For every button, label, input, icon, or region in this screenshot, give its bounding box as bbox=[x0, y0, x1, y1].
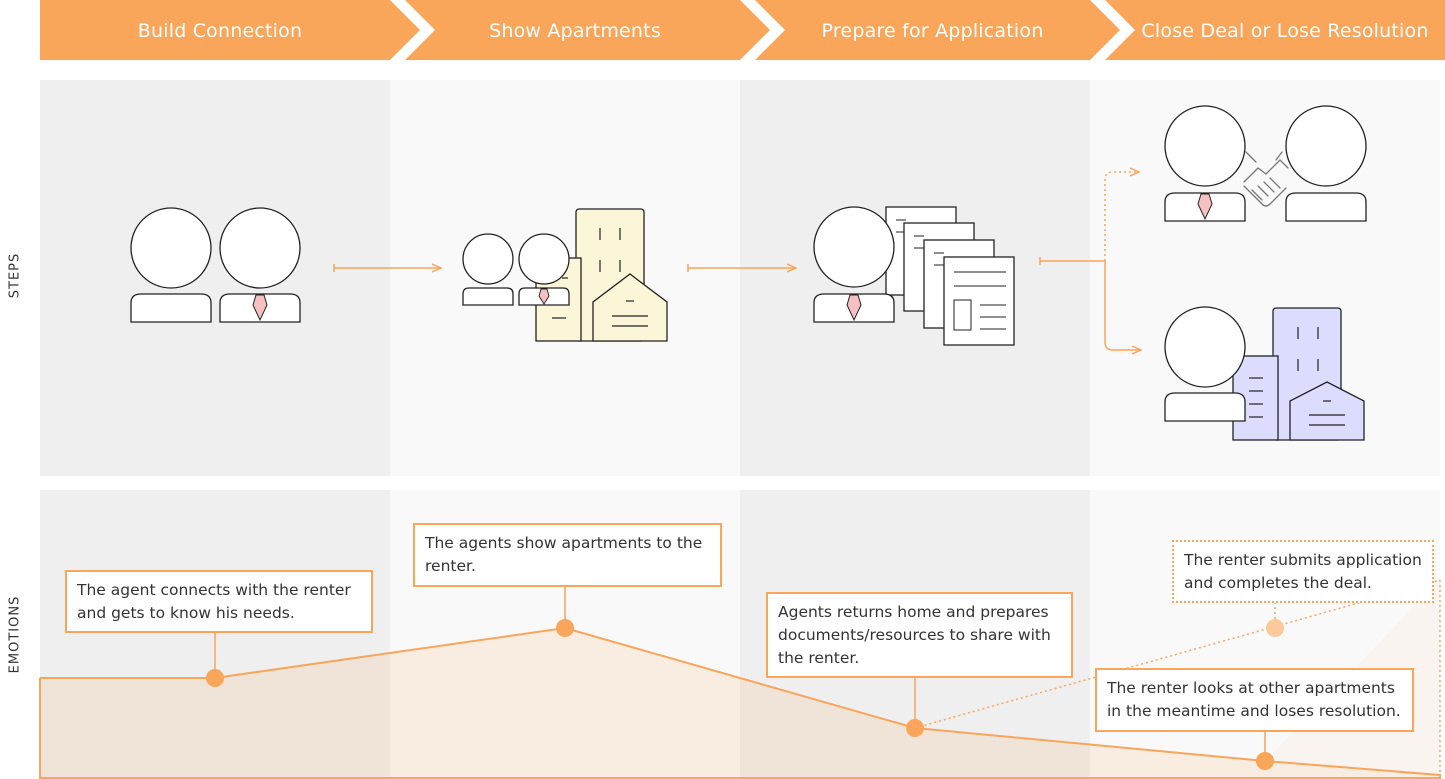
emotion-note-show-apartments: The agents show apartments to the renter… bbox=[413, 523, 722, 587]
stage-chevron-2 bbox=[405, 0, 770, 60]
stage-title-prepare-for-application: Prepare for Application bbox=[821, 20, 1044, 42]
handshake-icon bbox=[1243, 151, 1289, 207]
flow-arrow-1 bbox=[333, 264, 440, 272]
renter-icon bbox=[1164, 306, 1246, 422]
emotion-note-lose-resolution: The renter looks at other apartments in … bbox=[1095, 668, 1414, 732]
stage-chevron-3 bbox=[755, 0, 1120, 60]
stage-header bbox=[40, 0, 1445, 60]
renter-icon bbox=[462, 233, 514, 306]
emotion-point-prepare-application bbox=[906, 719, 924, 737]
stage-chevron-1 bbox=[40, 0, 420, 60]
emotion-point-show-apartments bbox=[556, 619, 574, 637]
documents-icon bbox=[885, 206, 1015, 346]
flow-arrow-2 bbox=[687, 264, 795, 272]
branch-arrow bbox=[1039, 172, 1140, 350]
stage-chevron-4 bbox=[1105, 0, 1445, 60]
stage-title-close-deal: Close Deal or Lose Resolution bbox=[1141, 20, 1429, 42]
stage-title-show-apartments: Show Apartments bbox=[489, 20, 661, 42]
emotion-point-build-connection bbox=[206, 669, 224, 687]
renter-icon bbox=[130, 207, 212, 323]
agent-icon bbox=[219, 207, 301, 323]
emotion-note-build-connection: The agent connects with the renter and g… bbox=[65, 570, 373, 633]
emotion-note-close-deal: The renter submits application and compl… bbox=[1172, 540, 1434, 603]
emotion-area bbox=[40, 628, 1440, 778]
emotion-point-close-deal bbox=[1266, 619, 1284, 637]
renter-icon bbox=[1285, 105, 1367, 222]
emotion-note-prepare-application: Agents returns home and prepares documen… bbox=[766, 592, 1073, 678]
agent-icon bbox=[1164, 105, 1246, 222]
steps-panel-1 bbox=[40, 80, 390, 476]
apartment-building-icon bbox=[1232, 307, 1365, 441]
stage-title-build-connection: Build Connection bbox=[137, 20, 303, 42]
agent-icon bbox=[518, 233, 570, 306]
success-line bbox=[914, 579, 1441, 729]
emotion-point-lose-resolution bbox=[1256, 752, 1274, 770]
agent-icon bbox=[813, 206, 895, 323]
